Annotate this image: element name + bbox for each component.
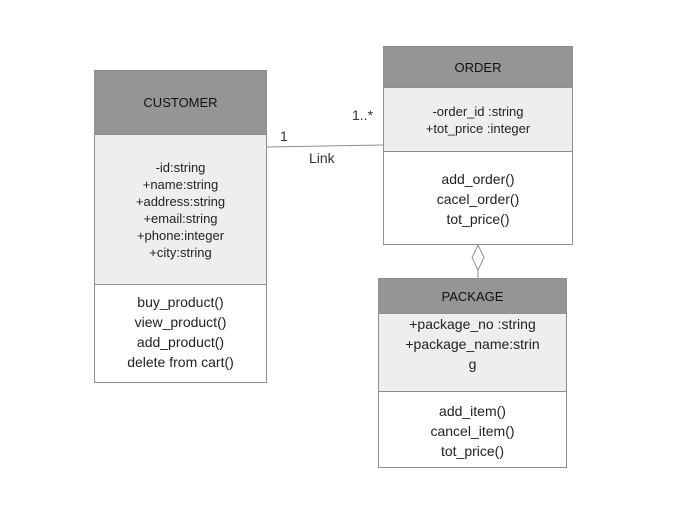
operation: cancel_item() [430,423,515,439]
operation: tot_price() [440,443,505,459]
customer-class[interactable]: CUSTOMER -id:string +name:string +addres… [94,70,267,383]
attribute: +city:string [149,244,212,260]
attribute: +phone:integer [136,227,225,243]
association-link-line[interactable] [266,144,384,148]
operation: add_order() [441,171,515,187]
aggregation-diamond-icon [471,243,485,272]
customer-attributes: -id:string +name:string +address:string … [95,135,266,285]
package-class[interactable]: PACKAGE +package_no :string +package_nam… [378,278,567,468]
attribute: +tot_price :integer [425,120,531,136]
class-name-package: PACKAGE [379,279,566,314]
attribute: +package_name:strin [405,336,540,352]
association-name: Link [309,150,335,166]
attribute: -id:string [155,159,206,175]
class-name-customer: CUSTOMER [95,71,266,135]
operation: buy_product() [137,294,224,310]
attribute: g [468,356,477,372]
operation: cacel_order() [436,191,520,207]
operation: tot_price() [446,211,510,227]
attribute: +name:string [142,176,219,192]
attribute: -order_id :string [432,103,524,119]
order-operations: add_order() cacel_order() tot_price() [384,152,572,229]
operation: add_item() [439,403,506,419]
attribute: +email:string [143,210,218,226]
order-class[interactable]: ORDER -order_id :string +tot_price :inte… [383,46,573,245]
package-attributes: +package_no :string +package_name:strin … [379,314,566,392]
customer-operations: buy_product() view_product() add_product… [95,285,266,372]
package-name: PACKAGE [441,288,504,304]
package-operations: add_item() cancel_item() tot_price() [379,392,566,461]
operation: delete from cart() [127,354,234,370]
order-attributes: -order_id :string +tot_price :integer [384,88,572,152]
attribute: +package_no :string [409,316,536,332]
class-name-order: ORDER [384,47,572,88]
attribute: +address:string [135,193,226,209]
order-multiplicity: 1..* [352,107,374,123]
operation: view_product() [134,314,227,330]
order-name: ORDER [454,59,502,75]
customer-multiplicity: 1 [280,128,288,144]
operation: add_product() [136,334,225,350]
customer-name: CUSTOMER [143,95,218,110]
